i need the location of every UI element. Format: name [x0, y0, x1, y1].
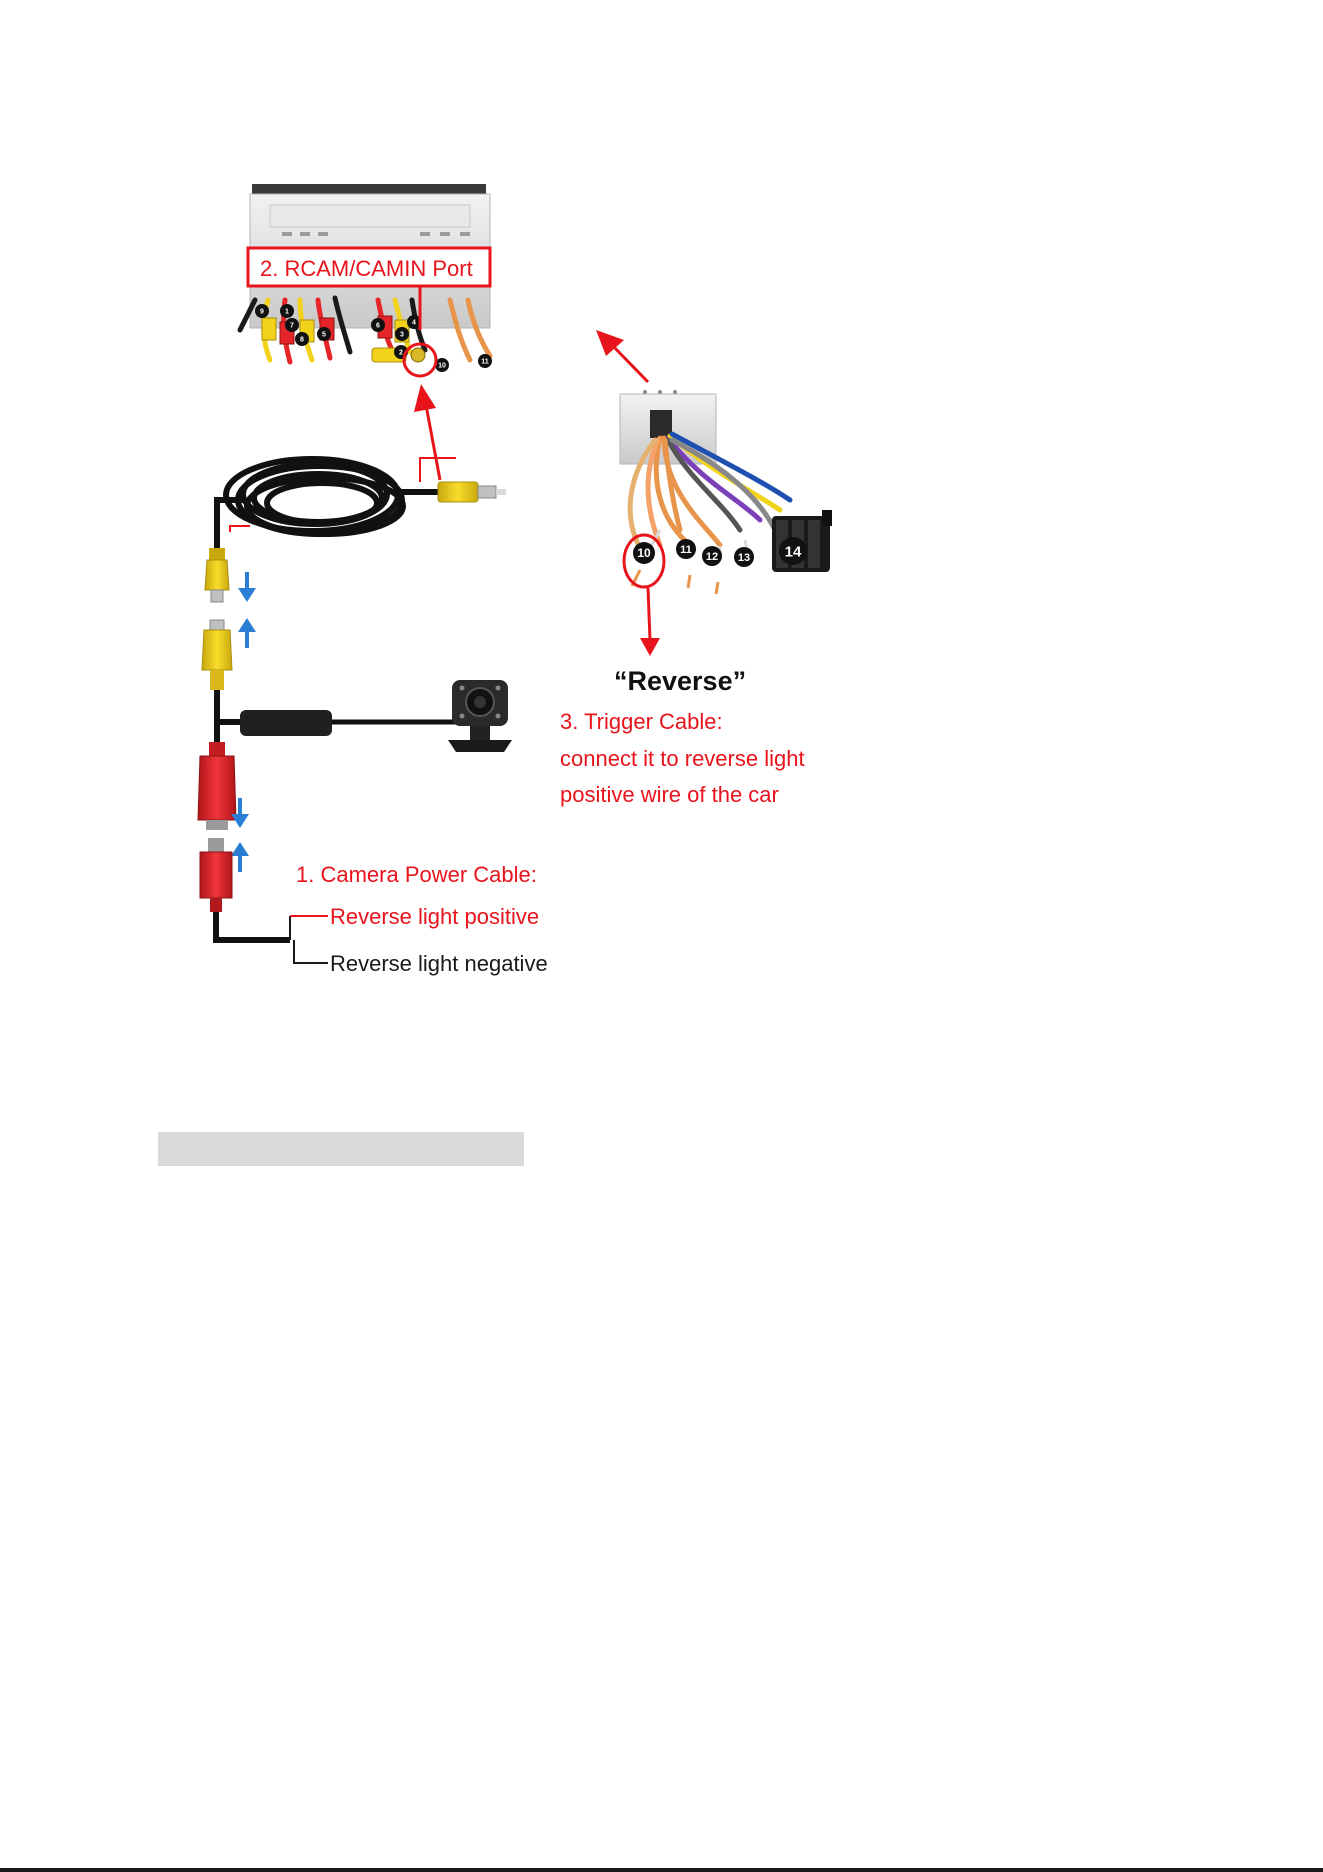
harness-number-badge: 9: [255, 304, 269, 318]
extension-bracket-left: [230, 526, 250, 532]
trigger-cable-title: 3. Trigger Cable:: [560, 709, 723, 734]
svg-text:12: 12: [706, 551, 718, 563]
arrow-up-power-icon: [231, 842, 249, 872]
reverse-pointer-icon: [640, 588, 660, 656]
arrow-up-video-icon: [238, 618, 256, 648]
harness-number-badge: 6: [371, 318, 385, 332]
arrow-to-port-icon: [414, 384, 440, 480]
svg-text:3: 3: [400, 332, 404, 339]
svg-text:10: 10: [438, 363, 446, 370]
harness-photo: 10 11 12 13 14: [620, 390, 832, 594]
extension-cable-photo: [205, 459, 506, 602]
svg-text:1: 1: [285, 309, 289, 316]
harness-number-badge: 7: [285, 318, 299, 332]
harness-number-badge: 11: [478, 354, 492, 368]
harness-number-badge: 3: [395, 327, 409, 341]
positive-label: Reverse light positive: [330, 904, 539, 929]
svg-text:11: 11: [680, 544, 692, 556]
harness-number-badge: 13: [734, 547, 754, 567]
svg-text:14: 14: [785, 543, 802, 560]
svg-text:5: 5: [322, 332, 326, 339]
reverse-label: “Reverse”: [614, 666, 746, 696]
harness-number-badge: 5: [317, 327, 331, 341]
svg-text:8: 8: [300, 337, 304, 344]
power-lead-bracket: [290, 916, 328, 963]
svg-text:2: 2: [399, 350, 403, 357]
svg-text:4: 4: [412, 320, 416, 327]
svg-text:6: 6: [376, 323, 380, 330]
camera-cable-photo: [198, 620, 512, 830]
harness-number-badge: 8: [295, 332, 309, 346]
svg-text:11: 11: [481, 359, 489, 366]
power-cable-title: 1. Camera Power Cable:: [296, 862, 537, 887]
arrow-down-video-icon: [238, 572, 256, 602]
trigger-cable-line2: positive wire of the car: [560, 782, 779, 807]
svg-text:10: 10: [637, 546, 651, 560]
svg-text:13: 13: [738, 552, 750, 564]
harness-number-badge: 11: [676, 539, 696, 559]
trigger-cable-line1: connect it to reverse light: [560, 746, 805, 771]
bottom-rule: [0, 1868, 1323, 1872]
harness-number-badge: 14: [779, 537, 807, 565]
negative-label: Reverse light negative: [330, 951, 548, 976]
harness-number-badge: 12: [702, 546, 722, 566]
harness-number-badge: 1: [280, 304, 294, 318]
harness-number-badge: 10: [633, 542, 655, 564]
svg-text:7: 7: [290, 323, 294, 330]
arrow-to-harness-icon: [596, 330, 648, 382]
gray-placeholder-bar: [158, 1132, 524, 1166]
port-label: 2. RCAM/CAMIN Port: [260, 256, 473, 281]
svg-text:9: 9: [260, 309, 264, 316]
